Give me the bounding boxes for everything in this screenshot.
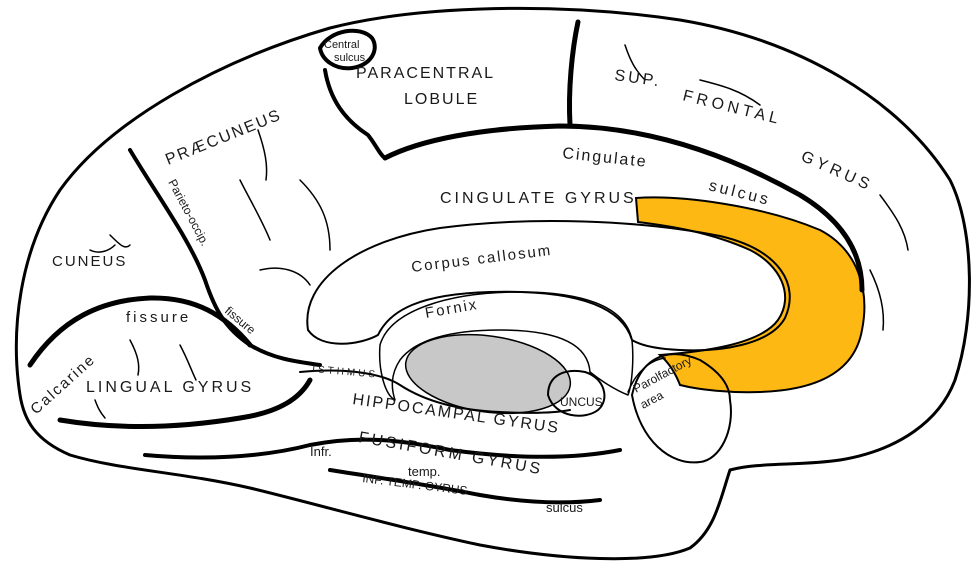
paracentral-boundary [323,68,387,160]
label-cuneus: CUNEUS [52,253,127,270]
label-paracentral-1: PARACENTRAL [356,65,495,82]
label-isthmus: ISTHMUS [312,364,379,381]
label-infr: Infr. [310,444,332,459]
label-fusiform-gyrus: FUSIFORM GYRUS [357,429,544,478]
label-paracentral-2: LOBULE [404,91,479,108]
label-uncus: UNCUS [560,395,603,409]
label-lingual-gyrus: LINGUAL GYRUS [86,379,254,396]
label-central-sulcus-2: sulcus [334,52,366,64]
hemisphere-outline [14,6,971,561]
label-sup-frontal-2: FRONTAL [681,87,784,128]
cingulate-sulcus-marginal [566,19,581,128]
collateral-sulcus-line [57,377,313,430]
isthmus-contour [299,369,571,414]
label-cingulate-sulcus-1: Cingulate [562,145,649,171]
label-cingulate-gyrus: CINGULATE GYRUS [440,190,637,207]
label-fornix: Fornix [424,296,480,322]
corpus-callosum-shape [306,220,791,352]
inferior-temporal-sulcus [328,468,602,505]
cingulate-sulcus-line [382,123,865,293]
label-sulcus-bottom: sulcus [546,500,583,515]
calcarine-fissure-line [27,295,253,368]
label-sup-frontal-3: GYRUS [798,148,875,195]
parieto-occipital-fissure [128,148,322,367]
label-corpus-callosum: Corpus callosum [410,242,553,276]
parolfactory-contour [627,357,666,393]
label-temp: temp. [408,464,441,479]
labels: Central sulcus PARACENTRAL LOBULE SUP. F… [27,39,875,515]
central-sulcus-line [318,28,377,71]
highlight-region [634,196,866,394]
minor-sulci [89,44,909,419]
temporal-pole-contour [631,353,732,464]
uncus-shape [547,370,606,417]
label-central-sulcus-1: Central [324,39,359,51]
collateral-sulcus-lower [143,437,622,460]
label-parieto-occip: Parieto-occip. [165,177,212,248]
label-sup-frontal-1: SUP. [613,67,662,90]
label-calcarine-2: fissure [126,309,191,326]
